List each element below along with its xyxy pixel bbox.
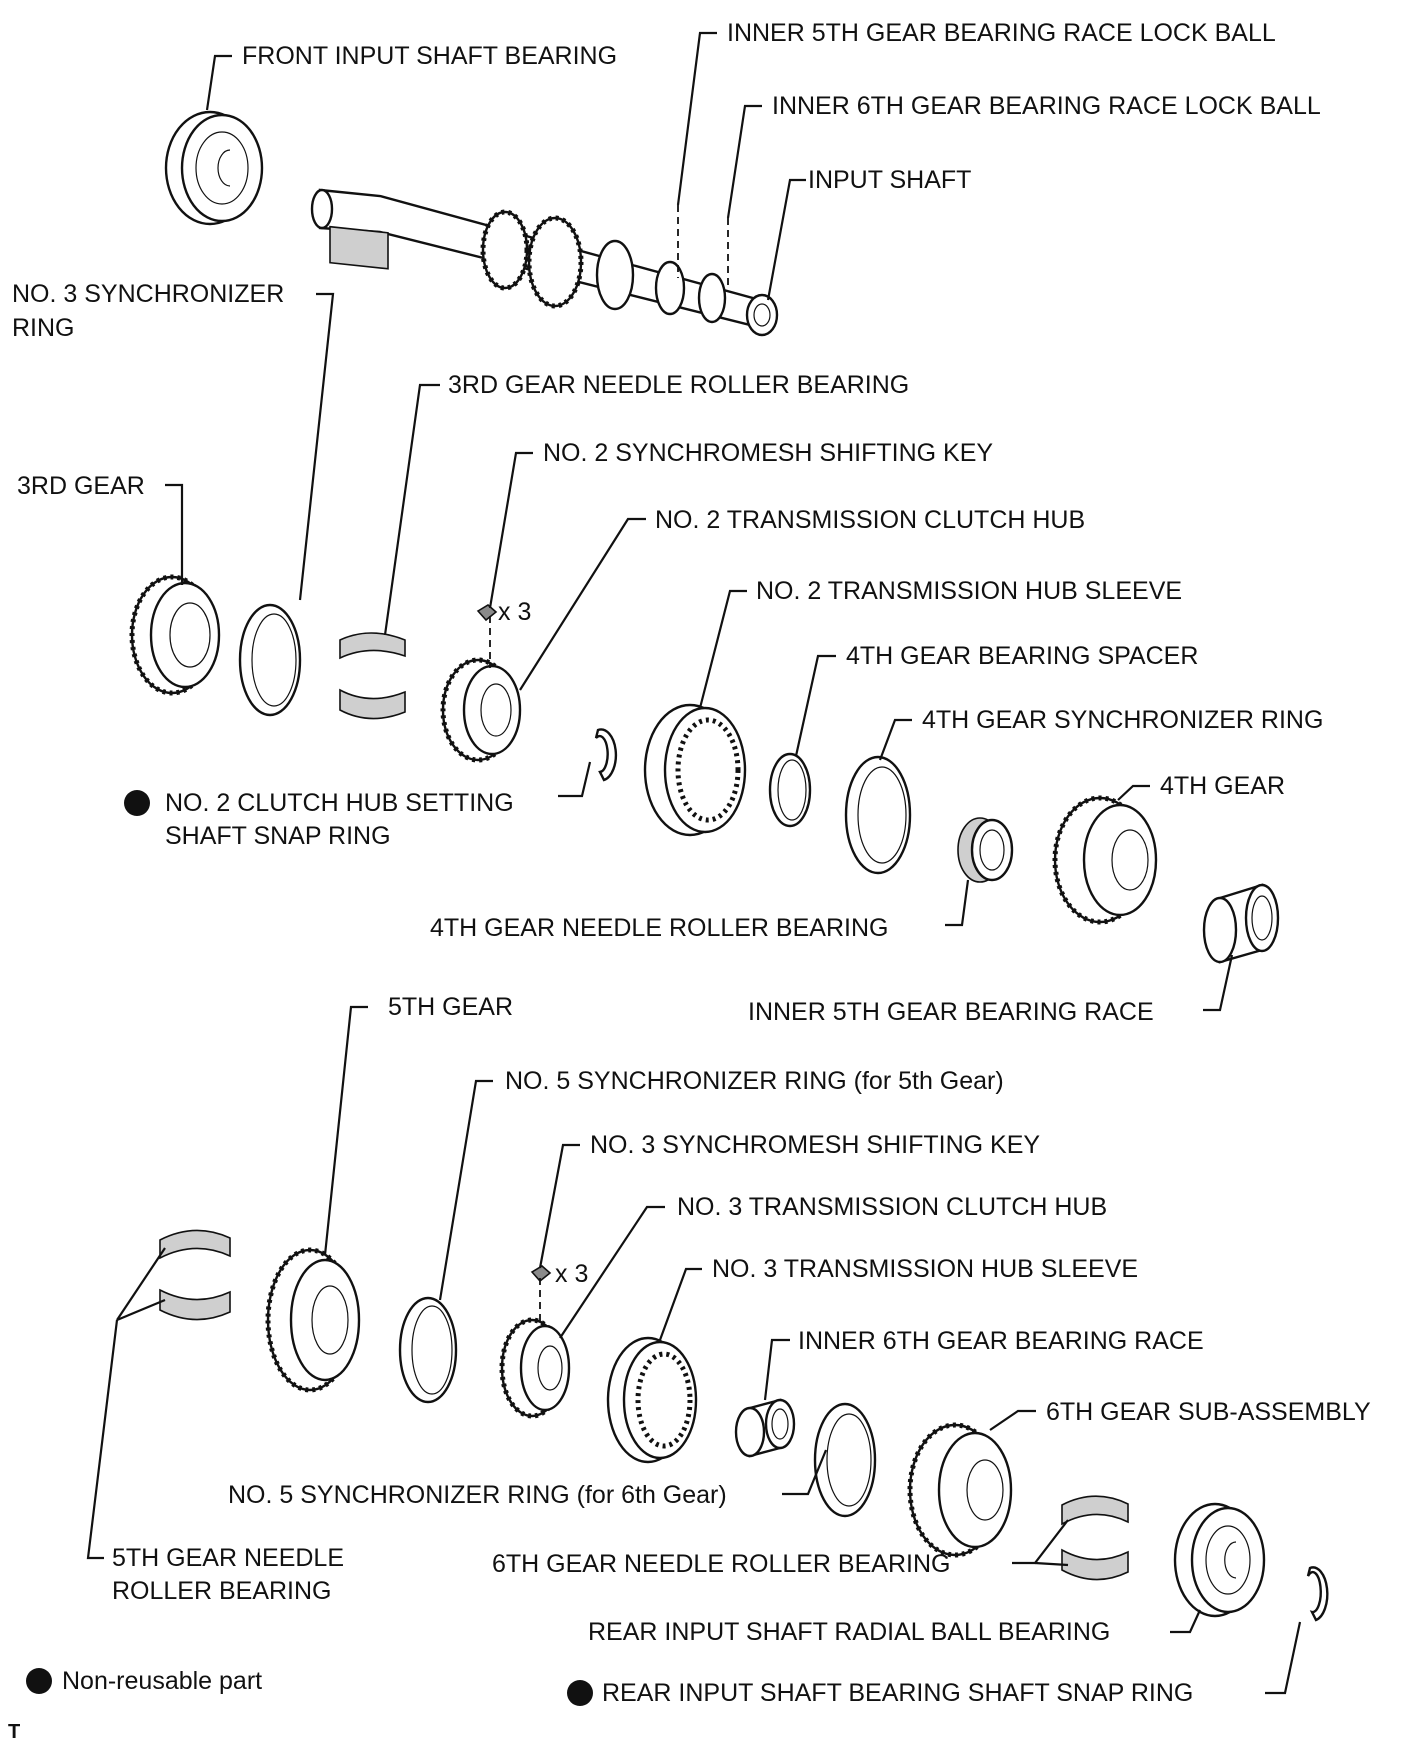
labels: FRONT INPUT SHAFT BEARING INNER 5TH GEAR…: [8, 19, 1371, 1743]
label-no3-clutch-hub: NO. 3 TRANSMISSION CLUTCH HUB: [677, 1193, 1107, 1221]
label-no2-shifting-key: NO. 2 SYNCHROMESH SHIFTING KEY: [543, 439, 993, 467]
label-fourth-gear-spacer: 4TH GEAR BEARING SPACER: [846, 642, 1198, 670]
input-shaft-illustration: [310, 188, 779, 337]
label-fifth-gear-needle-line2: ROLLER BEARING: [112, 1577, 332, 1605]
label-rear-radial-bearing: REAR INPUT SHAFT RADIAL BALL BEARING: [588, 1618, 1110, 1646]
rear-snap-ring-illustration: [1306, 1566, 1329, 1622]
no3-clutch-hub-illustration: [499, 1317, 571, 1419]
leader-lines: [86, 31, 1302, 1695]
label-no5-sync-ring-6th: NO. 5 SYNCHRONIZER RING (for 6th Gear): [228, 1481, 727, 1509]
label-no3-shifting-key: NO. 3 SYNCHROMESH SHIFTING KEY: [590, 1131, 1040, 1159]
label-no2-clutch-hub: NO. 2 TRANSMISSION CLUTCH HUB: [655, 506, 1085, 534]
no2-shifting-key-illustration: [476, 604, 498, 622]
label-qty-x3-b: x 3: [555, 1260, 588, 1288]
third-gear-illustration: [129, 574, 221, 696]
fifth-gear-needle-bearing-illustration: [159, 1229, 231, 1321]
label-front-input-shaft-bearing: FRONT INPUT SHAFT BEARING: [242, 42, 617, 70]
no2-hub-sleeve-illustration: [643, 703, 747, 837]
front-input-shaft-bearing-illustration: [164, 110, 264, 226]
label-third-gear: 3RD GEAR: [17, 472, 145, 500]
non-reusable-mark-rear-snap-ring: [567, 1680, 593, 1706]
label-sixth-gear-sub: 6TH GEAR SUB-ASSEMBLY: [1046, 1398, 1371, 1426]
label-qty-x3-a: x 3: [498, 598, 531, 626]
inner-5th-race-illustration: [1202, 883, 1280, 964]
sixth-gear-sub-assembly-illustration: [907, 1422, 1013, 1558]
legend-non-reusable-mark: [26, 1668, 52, 1694]
fourth-gear-illustration: [1052, 795, 1158, 925]
fifth-gear-illustration: [265, 1247, 361, 1393]
no2-clutch-hub-illustration: [440, 657, 522, 763]
label-input-shaft: INPUT SHAFT: [808, 166, 971, 194]
label-third-gear-needle: 3RD GEAR NEEDLE ROLLER BEARING: [448, 371, 909, 399]
label-fourth-gear-sync-ring: 4TH GEAR SYNCHRONIZER RING: [922, 706, 1323, 734]
fourth-gear-bearing-spacer-illustration: [768, 752, 812, 828]
label-no2-snap-ring-line1: NO. 2 CLUTCH HUB SETTING: [165, 789, 514, 817]
label-inner-6th-race: INNER 6TH GEAR BEARING RACE: [798, 1327, 1204, 1355]
label-no3-sync-ring-line2: RING: [12, 314, 75, 342]
label-inner-5th-race: INNER 5TH GEAR BEARING RACE: [748, 998, 1154, 1026]
label-no2-hub-sleeve: NO. 2 TRANSMISSION HUB SLEEVE: [756, 577, 1182, 605]
label-no3-hub-sleeve: NO. 3 TRANSMISSION HUB SLEEVE: [712, 1255, 1138, 1283]
no3-hub-sleeve-illustration: [606, 1336, 698, 1464]
label-sixth-gear-needle: 6TH GEAR NEEDLE ROLLER BEARING: [492, 1550, 950, 1578]
no5-sync-ring-5th-illustration: [398, 1296, 458, 1404]
label-no3-sync-ring-line1: NO. 3 SYNCHRONIZER: [12, 280, 284, 308]
no3-shifting-key-illustration: [530, 1265, 552, 1283]
label-fourth-gear-needle: 4TH GEAR NEEDLE ROLLER BEARING: [430, 914, 888, 942]
no2-clutch-hub-snap-ring-illustration: [594, 728, 618, 782]
sixth-gear-needle-bearing-illustration: [1061, 1495, 1129, 1581]
label-inner-5th-lock-ball: INNER 5TH GEAR BEARING RACE LOCK BALL: [727, 19, 1276, 47]
no5-sync-ring-6th-illustration: [813, 1402, 877, 1518]
label-no5-sync-ring-5th: NO. 5 SYNCHRONIZER RING (for 5th Gear): [505, 1067, 1004, 1095]
legend-non-reusable-label: Non-reusable part: [62, 1667, 262, 1695]
inner-6th-race-illustration: [734, 1398, 796, 1458]
corner-mark: T: [8, 1721, 20, 1743]
label-fourth-gear: 4TH GEAR: [1160, 772, 1285, 800]
no3-synchronizer-ring-illustration: [238, 603, 302, 717]
rear-radial-ball-bearing-illustration: [1173, 1502, 1266, 1618]
label-fifth-gear-needle-line1: 5TH GEAR NEEDLE: [112, 1544, 344, 1572]
fourth-gear-synchronizer-ring-illustration: [844, 755, 912, 875]
non-reusable-mark-snap-ring: [124, 790, 150, 816]
third-gear-needle-bearing-illustration: [339, 632, 406, 720]
label-inner-6th-lock-ball: INNER 6TH GEAR BEARING RACE LOCK BALL: [772, 92, 1321, 120]
label-rear-snap-ring: REAR INPUT SHAFT BEARING SHAFT SNAP RING: [602, 1679, 1193, 1707]
fourth-gear-needle-bearing-illustration: [957, 817, 1014, 883]
label-fifth-gear: 5TH GEAR: [388, 993, 513, 1021]
label-no2-snap-ring-line2: SHAFT SNAP RING: [165, 822, 391, 850]
